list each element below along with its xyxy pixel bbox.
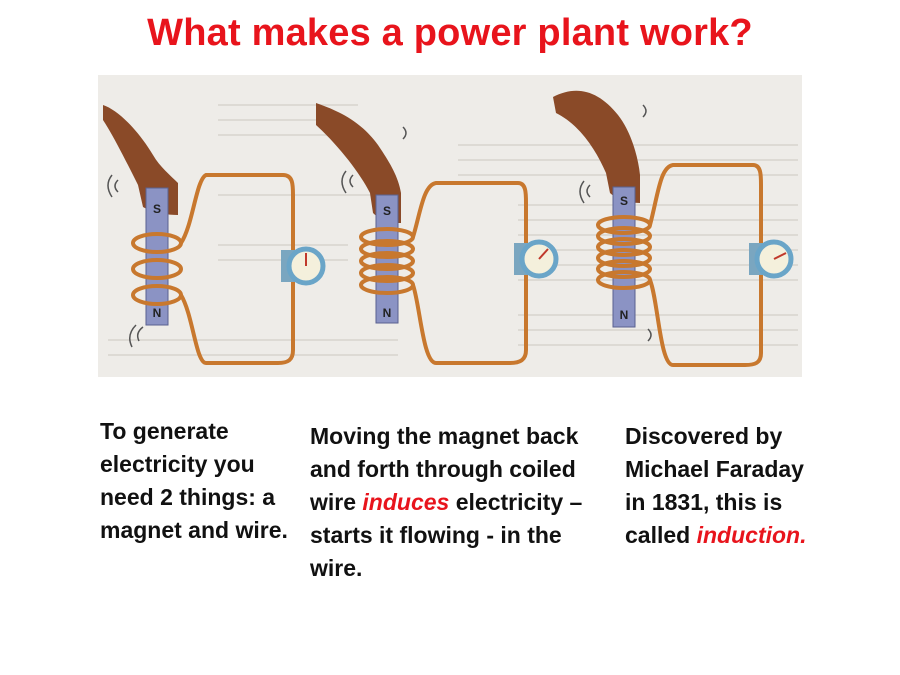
coil-2 (359, 227, 415, 295)
slide-title: What makes a power plant work? (147, 12, 753, 54)
wire-loop-2 (411, 181, 528, 365)
panel-1: S N (103, 105, 326, 365)
pole-label-s-3: S (620, 194, 628, 208)
motion-lines-2 (341, 126, 407, 194)
magnet-1 (145, 187, 169, 326)
induces-highlight: induces (362, 489, 450, 515)
induction-diagram: S N S N (103, 90, 798, 367)
galvanometer-2 (514, 239, 559, 279)
requirements-text: To generate electricity you need 2 thing… (100, 418, 288, 543)
induction-illustration: S N S N (98, 75, 802, 377)
text-column-process: Moving the magnet back and forth through… (310, 420, 590, 585)
hand-2 (316, 103, 401, 223)
pole-label-n-3: N (620, 308, 629, 322)
background-text-lines (108, 104, 798, 356)
discovery-text: Discovered by Michael Faraday in 1831, t… (625, 423, 804, 548)
process-text-start: Moving the magnet back and forth through… (310, 423, 579, 515)
text-column-discovery: Discovered by Michael Faraday in 1831, t… (625, 420, 815, 552)
motion-lines-3 (579, 104, 652, 342)
text-column-requirements: To generate electricity you need 2 thing… (100, 415, 290, 547)
pole-label-n-1: N (153, 306, 162, 320)
pole-label-n-2: N (383, 306, 392, 320)
induction-highlight: induction. (696, 522, 807, 548)
galvanometer-3 (749, 239, 794, 279)
process-text-end: electricity – starts it flowing - in the… (310, 489, 583, 581)
panel-3: S N (553, 90, 794, 367)
pole-label-s-2: S (383, 204, 391, 218)
pole-label-s-1: S (153, 202, 161, 216)
galvanometer-1 (281, 246, 326, 286)
motion-lines-1 (107, 174, 144, 348)
wire-loop-3 (648, 163, 763, 367)
wire-loop-1 (179, 173, 295, 365)
panel-2: S N (316, 103, 559, 365)
hand-3 (553, 90, 640, 203)
